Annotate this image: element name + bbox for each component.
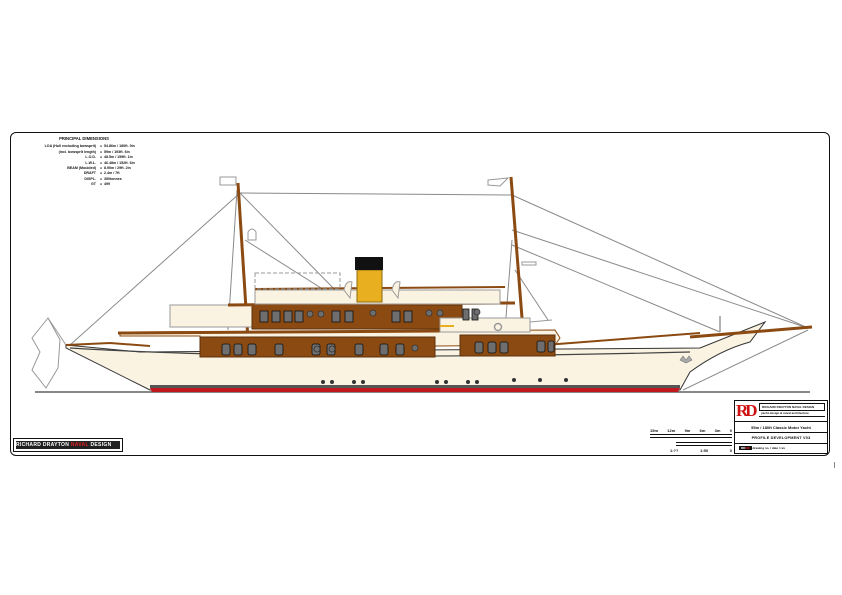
portholes bbox=[306, 308, 481, 353]
dimension-row: LOA (Hull excluding bowsprit)=54.86m / 1… bbox=[44, 144, 135, 149]
upper-deck-aft-shelter bbox=[169, 304, 253, 328]
fore-mast-flag bbox=[487, 177, 510, 187]
dimension-row: GT=499 bbox=[91, 182, 110, 187]
main-mast-flag bbox=[219, 176, 237, 186]
boot-stripe bbox=[150, 385, 680, 388]
title-block: RD RICHARD DRAYTON NAVAL DESIGN yacht de… bbox=[734, 400, 828, 454]
funnel-top bbox=[355, 257, 383, 270]
dimension-row: BEAM (Moulded)=8.90m / 29ft. 2in bbox=[67, 166, 131, 171]
antifouling bbox=[150, 388, 680, 392]
firm-logo-strip: RICHARD DRAYTON NAVAL DESIGN bbox=[13, 438, 123, 452]
life-ring-icon bbox=[493, 322, 503, 332]
scale-bar: 15m 12m 9m 6m 3m 0 1:?? 1:50 0 bbox=[650, 428, 732, 453]
dimensions-title: PRINCIPAL DIMENSIONS bbox=[59, 136, 109, 141]
radome-icon bbox=[247, 228, 257, 241]
bow-crest-icon bbox=[679, 355, 693, 364]
ventilator-icon bbox=[391, 281, 401, 300]
sun-deck-awning-frame bbox=[254, 272, 341, 290]
upper-deckhouse bbox=[251, 304, 463, 330]
dimension-row: L.O.D.=48.5m / 159ft. 1in bbox=[85, 155, 133, 160]
funnel bbox=[356, 269, 383, 303]
title-block-footer: RDND drawing no. / date / rev bbox=[735, 443, 827, 453]
name-plate bbox=[440, 325, 454, 327]
fore-mast bbox=[509, 176, 524, 319]
principal-dimensions-table: PRINCIPAL DIMENSIONS LOA (Hull excluding… bbox=[14, 136, 164, 188]
radar-antenna-icon bbox=[521, 261, 537, 266]
dimension-row: L.W.L.=46.48m / 152ft. 6in bbox=[85, 160, 135, 165]
firm-name: RICHARD DRAYTON NAVAL DESIGN bbox=[759, 403, 825, 411]
firm-logo-strip-inner: RICHARD DRAYTON NAVAL DESIGN bbox=[16, 441, 120, 449]
scale-bar-line bbox=[650, 434, 732, 438]
scale-bar-line-secondary bbox=[676, 442, 732, 446]
dimension-row: DRAFT=2.4m / 7ft bbox=[83, 171, 120, 176]
hull-portholes bbox=[321, 378, 568, 384]
stern-ensign-flag bbox=[31, 317, 67, 389]
foredeck-rail bbox=[529, 319, 553, 323]
firm-logo: RD bbox=[736, 401, 758, 420]
main-deck-eave bbox=[117, 329, 441, 335]
dimension-row: (incl. bowsprit length)=59m / 193ft. 6in bbox=[58, 149, 130, 154]
project-title: 55m / 180ft Classic Motor Yacht bbox=[735, 421, 827, 433]
bow-rail bbox=[544, 332, 701, 346]
drawing-title: PROFILE DEVELOPMENT V03 bbox=[735, 432, 827, 444]
bowsprit bbox=[689, 325, 813, 339]
dimension-row: DISPL.=350tonnes bbox=[84, 176, 122, 181]
stern-rail bbox=[65, 341, 151, 347]
page-edge-mark bbox=[834, 462, 835, 468]
footer-stamp: RDND bbox=[739, 446, 752, 450]
ventilator-icon bbox=[343, 281, 353, 300]
firm-subtitle: yacht design & naval architecture bbox=[759, 411, 825, 417]
upper-deck-windows bbox=[259, 308, 479, 323]
